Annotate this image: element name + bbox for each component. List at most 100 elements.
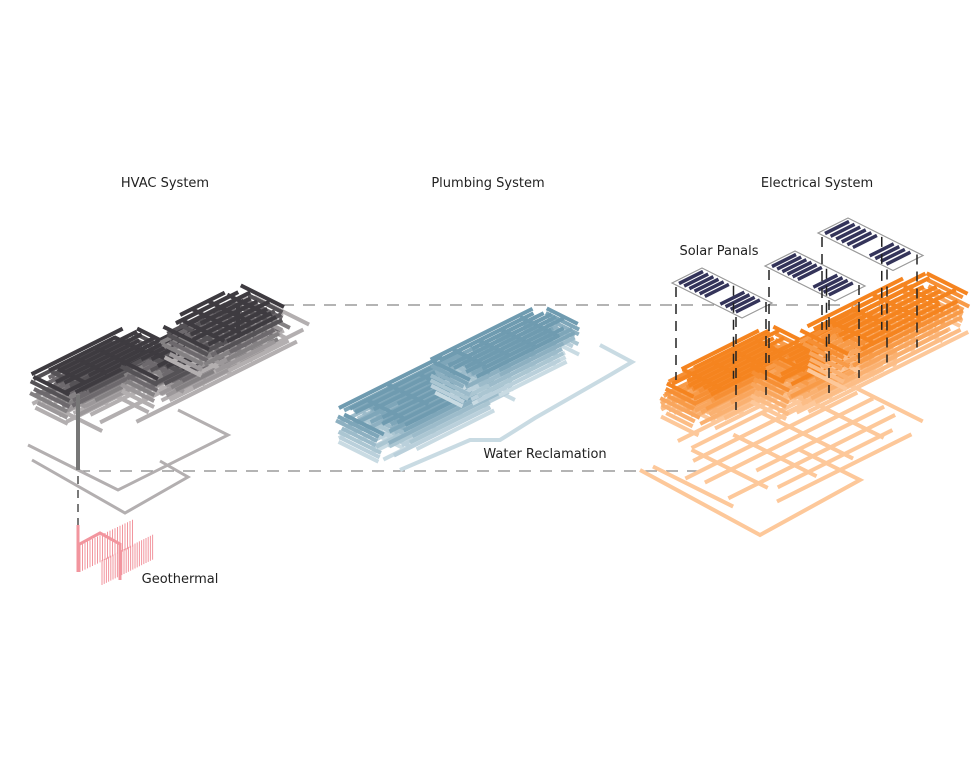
electrical-center-pipe xyxy=(750,393,790,417)
electrical-east-pipe xyxy=(806,276,904,329)
plumbing-east-pipe xyxy=(499,341,565,377)
hvac-left-wing-pipe xyxy=(33,387,71,409)
hvac-left-wing-pipe xyxy=(36,401,69,420)
solar-cell-row xyxy=(776,255,802,271)
hvac-right-wing-pipe xyxy=(214,339,276,373)
electrical-east-pipe xyxy=(841,289,942,342)
electrical-east-pipe xyxy=(838,284,938,338)
plumbing-east-pipe xyxy=(471,311,545,351)
electrical-west-pipe xyxy=(660,414,700,438)
hvac-left-wing-pipe xyxy=(77,376,152,417)
plumbing-east-pipe xyxy=(436,371,465,389)
plumbing-system-drawing xyxy=(335,306,637,472)
plumbing-west-pipe xyxy=(343,412,385,437)
solar-cell-row xyxy=(835,225,861,241)
electrical-east-pipe xyxy=(807,338,845,360)
hvac-right-wing-pipe xyxy=(239,283,285,309)
plumbing-east-pipe xyxy=(429,306,534,362)
hvac-right-wing-pipe xyxy=(179,290,226,317)
electrical-ground-pipe xyxy=(755,404,885,473)
hvac-left-wing-pipe xyxy=(30,326,124,377)
electrical-east-pipe xyxy=(808,350,843,371)
plumbing-east-pipe xyxy=(545,306,579,326)
plumbing-west-pipe xyxy=(387,382,508,445)
hvac-center-pipe xyxy=(123,302,234,360)
plumbing-east-pipe xyxy=(453,315,557,370)
water-reclamation-loop xyxy=(399,343,637,472)
plumbing-east-pipe xyxy=(430,363,469,386)
solar-cell-row xyxy=(724,293,751,309)
hvac-right-wing-pipe xyxy=(227,338,290,373)
plumbing-west-pipe xyxy=(337,429,382,455)
electrical-center-pipe xyxy=(751,370,791,393)
solar-cell-row xyxy=(678,269,704,286)
hvac-left-wing-pipe xyxy=(48,335,117,373)
solar-cell-row xyxy=(885,250,912,266)
solar-cell-row xyxy=(688,275,715,291)
hvac-right-wing-pipe xyxy=(191,299,271,342)
plumbing-east-pipe xyxy=(434,390,464,409)
electrical-ground-pipe xyxy=(732,432,818,479)
solar-panels-drawing xyxy=(670,217,925,410)
electrical-west-pipe xyxy=(680,328,760,371)
hvac-left-wing-pipe xyxy=(34,405,69,426)
electrical-west-pipe xyxy=(665,381,695,399)
plumbing-east-pipe xyxy=(447,312,553,368)
solar-cell-row xyxy=(846,231,873,247)
electrical-east-pipe xyxy=(856,330,970,390)
plumbing-east-pipe xyxy=(438,311,535,362)
hvac-right-wing-pipe xyxy=(162,324,210,352)
solar-cell-row xyxy=(817,276,844,292)
solar-cell-row xyxy=(824,219,850,236)
solar-panel-frame xyxy=(816,217,925,272)
plumbing-east-pipe xyxy=(429,378,470,401)
plumbing-west-pipe xyxy=(340,426,377,448)
geothermal-label: Geothermal xyxy=(141,572,219,587)
solar-cell-row xyxy=(704,282,730,298)
plumbing-west-pipe xyxy=(338,354,444,410)
solar-panel-frame xyxy=(670,267,774,319)
electrical-west-pipe xyxy=(664,387,698,406)
plumbing-title: Plumbing System xyxy=(431,176,545,191)
electrical-east-pipe xyxy=(813,271,927,332)
electrical-east-pipe xyxy=(831,320,875,345)
hvac-right-wing-pipe xyxy=(186,290,252,326)
electrical-east-pipe xyxy=(831,275,931,329)
plumbing-east-pipe xyxy=(465,327,553,374)
hvac-right-wing-pipe xyxy=(161,342,204,367)
hvac-title: HVAC System xyxy=(120,176,210,191)
plumbing-east-pipe xyxy=(481,326,565,371)
electrical-center-pipe xyxy=(750,363,786,384)
geothermal-drawing xyxy=(76,519,154,585)
electrical-ground-pipe xyxy=(652,464,735,509)
plumbing-east-pipe xyxy=(430,383,465,404)
electrical-east-pipe xyxy=(807,362,845,384)
hvac-right-wing-pipe xyxy=(168,339,208,363)
solar-cell-row xyxy=(829,222,856,238)
solar-cell-row xyxy=(693,277,720,293)
solar-cell-row xyxy=(698,280,725,296)
solar-cell-row xyxy=(771,252,797,269)
electrical-west-pipe xyxy=(692,345,776,391)
hvac-right-wing-pipe xyxy=(168,352,203,372)
solar-cell-row xyxy=(868,242,895,258)
plumbing-east-pipe xyxy=(498,359,568,398)
hvac-right-wing-pipe xyxy=(228,328,276,354)
hvac-right-wing-pipe xyxy=(215,318,284,355)
electrical-west-pipe xyxy=(693,329,770,370)
plumbing-east-pipe xyxy=(429,373,471,397)
electrical-west-pipe xyxy=(687,336,785,388)
plumbing-east-pipe xyxy=(477,351,565,398)
solar-cell-row xyxy=(786,260,813,276)
electrical-east-pipe xyxy=(854,328,949,378)
plumbing-west-pipe xyxy=(402,385,491,433)
solar-cell-row xyxy=(822,278,849,294)
water-reclamation-label: Water Reclamation xyxy=(483,447,607,462)
plumbing-east-pipe xyxy=(498,330,576,373)
solar-cell-row xyxy=(828,281,854,297)
electrical-east-pipe xyxy=(849,327,962,387)
plumbing-west-pipe xyxy=(411,390,502,439)
plumbing-west-pipe xyxy=(337,414,380,439)
hvac-center-pipe xyxy=(125,379,156,397)
solar-cell-row xyxy=(719,290,746,306)
